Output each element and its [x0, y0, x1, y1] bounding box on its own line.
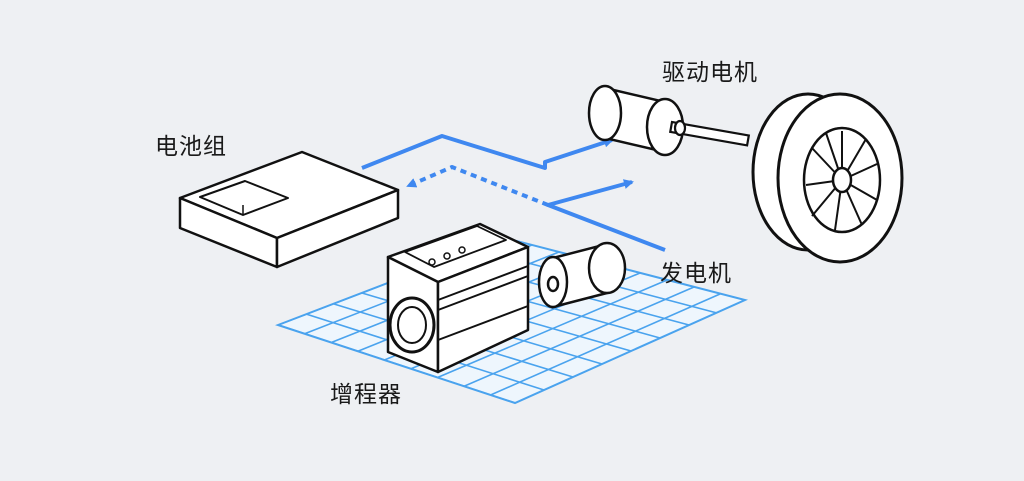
flow-battery-to-motor: [361, 134, 614, 170]
generator-cylinder: [537, 241, 627, 309]
flow-generator-to-battery: [406, 165, 549, 207]
range-extender-label: 增程器: [330, 382, 402, 408]
generator-label: 发电机: [660, 261, 732, 287]
wheel: [751, 92, 904, 264]
drive-axle: [668, 119, 751, 147]
flow-generator-to-motor: [546, 179, 666, 252]
drive-motor-label: 驱动电机: [662, 60, 758, 86]
battery-pack-label: 电池组: [155, 134, 227, 160]
energy-flow-lines: [361, 134, 666, 252]
range-extender-engine: [386, 222, 530, 374]
battery-pack: [178, 150, 400, 269]
